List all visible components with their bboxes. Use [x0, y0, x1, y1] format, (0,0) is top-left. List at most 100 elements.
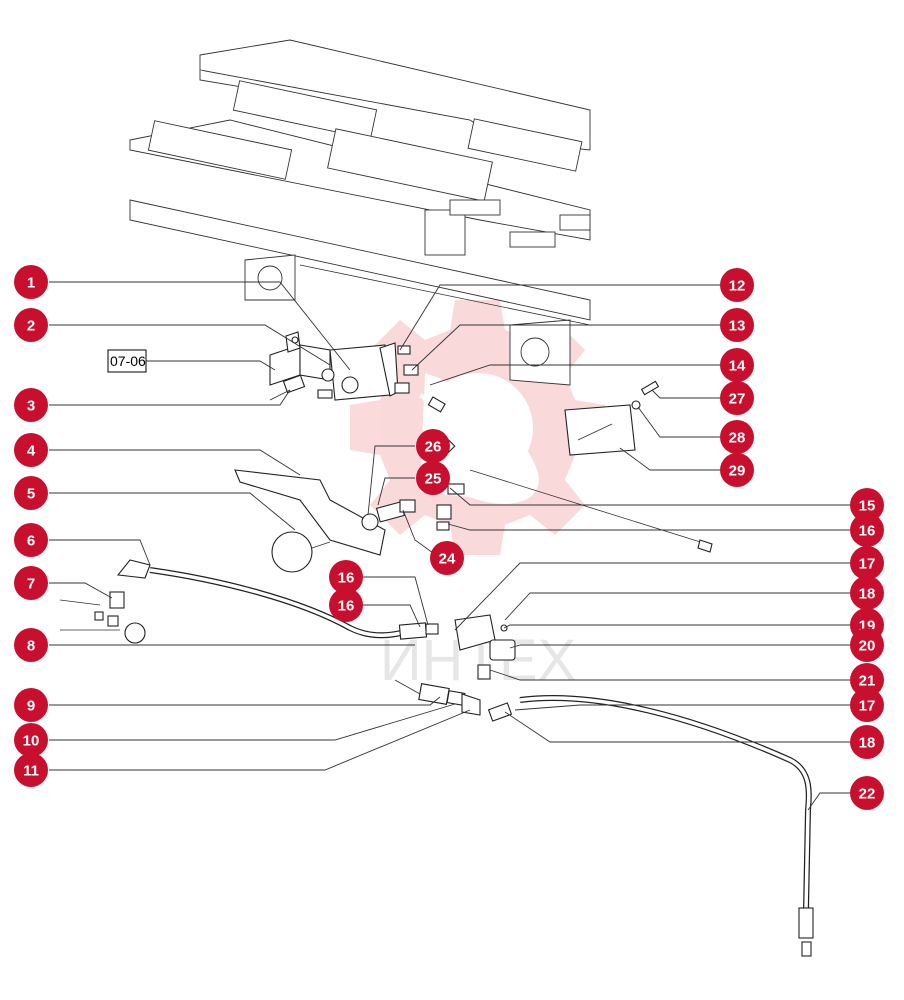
callout-circle	[850, 725, 884, 759]
callout-circle	[14, 723, 48, 757]
callout-circle	[850, 628, 884, 662]
callout-number: 15	[859, 498, 876, 515]
callout-number: 16	[859, 523, 876, 540]
callout-4: 4	[14, 433, 48, 467]
callout-2: 2	[14, 308, 48, 342]
callout-number: 28	[729, 430, 746, 447]
callout-13: 13	[720, 308, 754, 342]
callout-number: 27	[729, 391, 746, 408]
callout-27: 27	[720, 381, 754, 415]
callout-circle	[14, 308, 48, 342]
callout-22: 22	[850, 776, 884, 810]
callout-18: 18	[850, 576, 884, 610]
callout-circle	[430, 541, 464, 575]
page-reference-tag: 07-06	[107, 349, 147, 373]
bracket-and-accumulator	[234, 469, 452, 573]
callout-number: 25	[425, 471, 442, 488]
callout-21: 21	[850, 663, 884, 697]
callout-7: 7	[14, 566, 48, 600]
callout-number: 12	[729, 278, 746, 295]
callout-circle	[850, 488, 884, 522]
callout-number: 3	[27, 398, 35, 415]
callout-circle	[14, 433, 48, 467]
callout-circle	[850, 513, 884, 547]
callout-circle	[850, 663, 884, 697]
callout-circle	[720, 308, 754, 342]
callout-number: 18	[859, 586, 876, 603]
callout-circle	[416, 429, 450, 463]
callout-number: 26	[425, 439, 442, 456]
callout-number: 11	[23, 763, 39, 780]
callout-18: 18	[850, 725, 884, 759]
callout-number: 24	[439, 551, 456, 568]
callout-circle	[850, 576, 884, 610]
callout-circle	[416, 461, 450, 495]
lower-valve-assembly	[394, 614, 814, 957]
callout-15: 15	[850, 488, 884, 522]
hydraulic-hose-loop	[418, 373, 713, 553]
callout-number: 17	[859, 698, 876, 715]
callout-circle	[720, 420, 754, 454]
callout-number: 4	[27, 443, 36, 460]
hose-6-assembly	[59, 559, 428, 644]
callout-10: 10	[14, 723, 48, 757]
callout-circle	[329, 560, 363, 594]
cover-plate-assembly	[564, 380, 660, 456]
callout-number: 2	[27, 318, 35, 335]
callout-circle	[720, 453, 754, 487]
callout-17: 17	[850, 688, 884, 722]
callout-circle	[850, 546, 884, 580]
callout-number: 17	[859, 556, 876, 573]
callout-number: 10	[23, 733, 40, 750]
callout-number: 1	[27, 275, 35, 292]
leader-lines	[49, 281, 850, 811]
callout-number: 7	[27, 576, 35, 593]
callout-circle	[14, 688, 48, 722]
callout-16: 16	[329, 588, 363, 622]
callout-20: 20	[850, 628, 884, 662]
callout-circle	[14, 753, 48, 787]
callout-number: 13	[729, 318, 746, 335]
callout-number: 16	[338, 598, 355, 615]
callout-number: 22	[859, 786, 876, 803]
callout-12: 12	[720, 268, 754, 302]
callout-3: 3	[14, 388, 48, 422]
callout-11: 11	[14, 753, 48, 787]
callout-25: 25	[416, 461, 450, 495]
callout-circle	[14, 566, 48, 600]
callout-circle	[14, 388, 48, 422]
callout-number: 6	[27, 533, 35, 550]
callout-9: 9	[14, 688, 48, 722]
callout-number: 9	[27, 698, 35, 715]
callout-number: 21	[859, 673, 876, 690]
callout-number: 14	[729, 358, 746, 375]
callout-14: 14	[720, 348, 754, 382]
callout-28: 28	[720, 420, 754, 454]
callout-16: 16	[850, 513, 884, 547]
callouts: 1234567891011121314151617181920212224252…	[14, 265, 884, 810]
callout-circle	[850, 776, 884, 810]
callout-circle	[14, 476, 48, 510]
callout-circle	[14, 628, 48, 662]
callout-number: 5	[27, 486, 35, 503]
callout-16: 16	[329, 560, 363, 594]
callout-circle	[720, 348, 754, 382]
callout-circle	[14, 265, 48, 299]
callout-5: 5	[14, 476, 48, 510]
callout-circle	[720, 381, 754, 415]
callout-24: 24	[430, 541, 464, 575]
callout-number: 18	[859, 735, 876, 752]
page-reference-text: 07-06	[110, 353, 146, 369]
callout-number: 29	[729, 463, 746, 480]
callout-circle	[329, 588, 363, 622]
callout-circle	[720, 268, 754, 302]
callout-number: 20	[859, 638, 876, 655]
callout-8: 8	[14, 628, 48, 662]
callout-number: 8	[27, 638, 35, 655]
callout-17: 17	[850, 546, 884, 580]
callout-1: 1	[14, 265, 48, 299]
machine-frame	[129, 39, 591, 386]
callout-circle	[14, 523, 48, 557]
callout-26: 26	[416, 429, 450, 463]
